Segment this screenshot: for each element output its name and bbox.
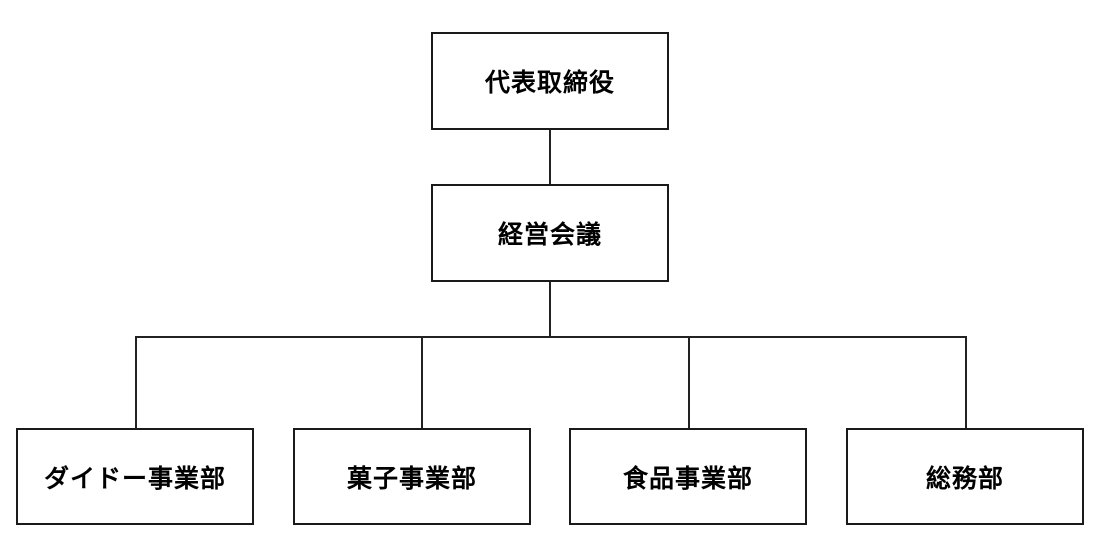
connector-branch-2 bbox=[421, 336, 423, 428]
node-department-general-affairs: 総務部 bbox=[846, 428, 1084, 525]
node-label: 経営会議 bbox=[497, 220, 602, 249]
node-label: 食品事業部 bbox=[622, 463, 753, 493]
connector-branch-3 bbox=[688, 336, 690, 428]
node-department-confectionery: 菓子事業部 bbox=[293, 428, 531, 525]
connector-top-to-middle bbox=[549, 130, 551, 184]
connector-middle-to-bus bbox=[549, 282, 551, 336]
connector-branch-1 bbox=[135, 336, 137, 428]
node-representative-director: 代表取締役 bbox=[431, 32, 669, 130]
node-management-meeting: 経営会議 bbox=[431, 184, 669, 282]
node-label: 菓子事業部 bbox=[346, 463, 477, 493]
node-label: 総務部 bbox=[925, 463, 1004, 493]
node-department-daido: ダイドー事業部 bbox=[16, 428, 254, 525]
node-department-food: 食品事業部 bbox=[569, 428, 807, 525]
node-label: 代表取締役 bbox=[484, 68, 615, 97]
connector-horizontal-bus bbox=[135, 336, 966, 338]
node-label: ダイドー事業部 bbox=[43, 463, 226, 493]
connector-branch-4 bbox=[965, 336, 967, 428]
